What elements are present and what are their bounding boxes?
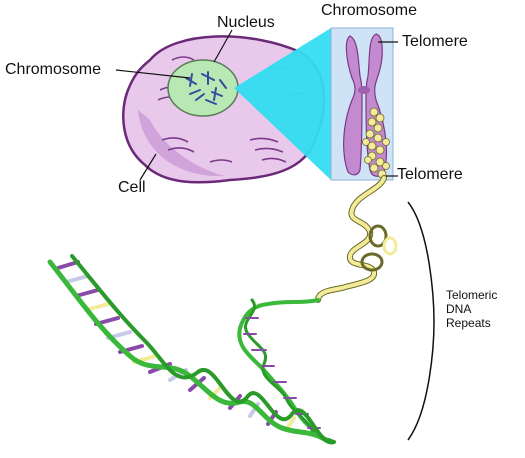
backbone-b	[70, 254, 336, 445]
chromosome-panel	[330, 27, 394, 181]
label-repeats-line1: Telomeric	[446, 288, 498, 302]
uncoiled-strand	[315, 175, 398, 303]
label-repeats-line3: Repeats	[446, 315, 491, 330]
nucleus-body	[167, 59, 239, 117]
label-telomere-top: Telomere	[402, 33, 468, 50]
nucleus-chromosomes	[185, 71, 227, 105]
helix-left	[47, 254, 336, 445]
chromatin-coil	[362, 107, 390, 179]
leader-chromosome-left	[115, 69, 191, 79]
chromatid-left	[343, 35, 363, 176]
leader-lines	[115, 29, 398, 181]
label-repeats-line2: DNA	[446, 301, 472, 316]
leader-nucleus	[213, 29, 233, 63]
label-nucleus: Nucleus	[217, 14, 275, 31]
repeats-bracket	[407, 201, 435, 441]
label-chromosome-top: Chromosome	[321, 2, 418, 19]
label-telomeric-dna-repeats: Telomeric DNA Repeats	[446, 288, 498, 330]
leader-cell	[139, 153, 157, 181]
label-chromosome-left: Chromosome	[5, 61, 102, 78]
centromere	[358, 86, 370, 94]
cell-shading	[138, 110, 225, 177]
label-cell: Cell	[118, 179, 146, 196]
label-telomere-bottom: Telomere	[397, 166, 463, 183]
zoom-cone	[234, 28, 331, 180]
backbone-a	[47, 259, 329, 443]
nucleus	[167, 59, 239, 117]
